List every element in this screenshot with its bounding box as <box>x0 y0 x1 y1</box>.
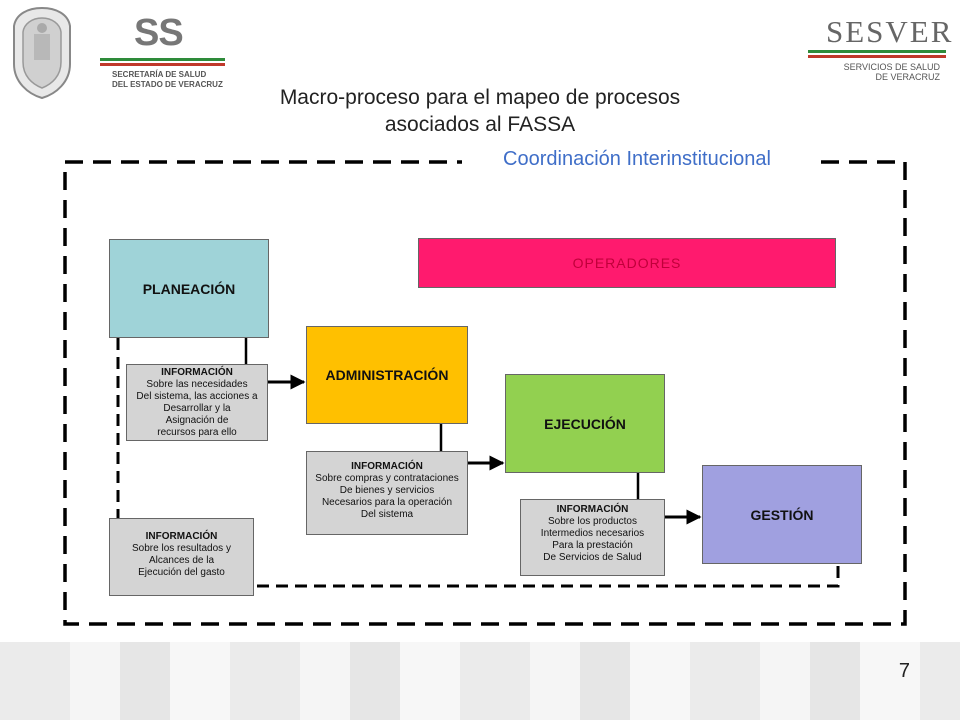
sesver-logo: SESVER SERVICIOS DE SALUD DE VERACRUZ <box>808 14 951 84</box>
box-operadores: OPERADORES <box>418 238 836 288</box>
info-text: Sobre los productos Intermedios necesari… <box>540 516 645 563</box>
ss-logo-subtitle: SECRETARÍA DE SALUD DEL ESTADO DE VERACR… <box>112 70 223 89</box>
footer-pattern <box>0 642 960 720</box>
box-gestion: GESTIÓN <box>702 465 862 564</box>
info-heading: INFORMACIÓN <box>145 531 218 542</box>
secretaria-salud-logo: SS SECRETARÍA DE SALUD DEL ESTADO DE VER… <box>100 12 230 92</box>
slide-title: Macro-proceso para el mapeo de procesos … <box>279 86 681 136</box>
info-heading: INFORMACIÓN <box>161 367 233 378</box>
info-box-resultados: INFORMACIÓN Sobre los resultados y Alcan… <box>109 518 254 596</box>
info-heading: INFORMACIÓN <box>556 504 629 515</box>
box-ejecucion: EJECUCIÓN <box>505 374 665 473</box>
box-planeacion: PLANEACIÓN <box>109 239 269 338</box>
feedback-loop-line <box>255 566 840 588</box>
sesver-logo-name: SESVER <box>826 14 954 49</box>
info-text: Sobre compras y contrataciones De bienes… <box>315 473 459 520</box>
sesver-logo-subtitle: SERVICIOS DE SALUD DE VERACRUZ <box>843 62 940 82</box>
info-box-administracion: INFORMACIÓN Sobre compras y contratacion… <box>306 451 468 535</box>
veracruz-shield-logo <box>8 4 76 100</box>
box-administracion: ADMINISTRACIÓN <box>306 326 468 424</box>
ss-logo-letters: SS <box>134 12 184 54</box>
page-number: 7 <box>898 660 910 682</box>
info-box-ejecucion: INFORMACIÓN Sobre los productos Intermed… <box>520 499 665 576</box>
info-heading: INFORMACIÓN <box>351 461 423 472</box>
frame-label-coordinacion: Coordinación Interinstitucional <box>462 148 812 171</box>
info-text: Sobre las necesidades Del sistema, las a… <box>136 379 258 438</box>
info-box-planeacion: INFORMACIÓN Sobre las necesidades Del si… <box>126 364 268 441</box>
info-text: Sobre los resultados y Alcances de la Ej… <box>132 543 231 578</box>
